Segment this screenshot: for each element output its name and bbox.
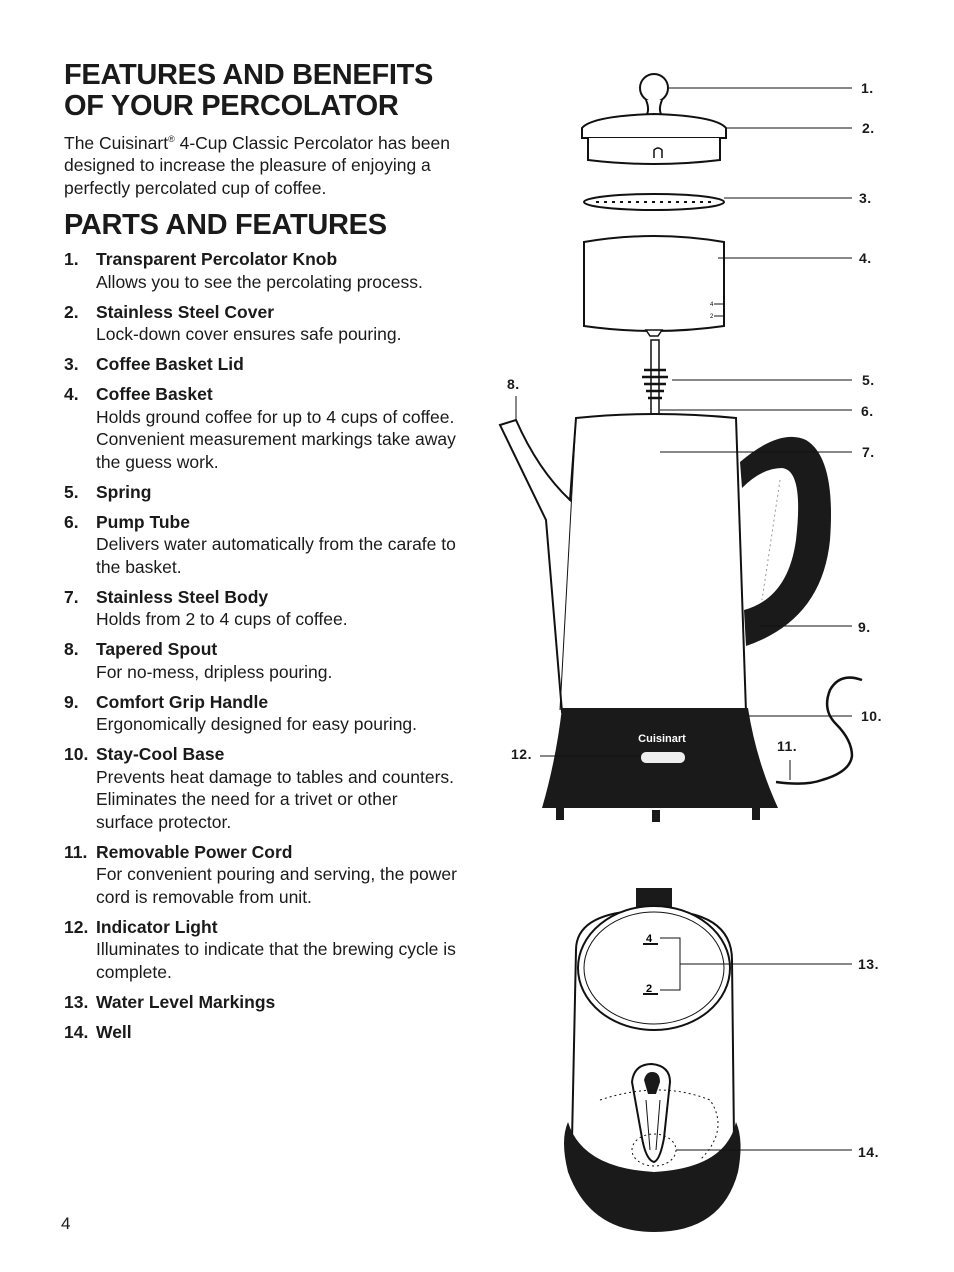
callout-1: 1.	[861, 80, 874, 96]
callout-6: 6.	[861, 403, 874, 419]
part-number: 7.	[64, 586, 79, 607]
part-name: Pump Tube	[96, 511, 190, 532]
part-name: Spring	[96, 481, 152, 502]
callout-13: 13.	[858, 956, 879, 972]
part-name: Stay-Cool Base	[96, 744, 225, 764]
page-number: 4	[61, 1214, 71, 1233]
heading-features: FEATURES AND BENEFITS OF YOUR PERCOLATOR	[64, 59, 434, 122]
part-number: 10.	[64, 744, 89, 764]
part-name: Stainless Steel Body	[96, 586, 269, 607]
part-description: Holds from 2 to 4 cups of coffee.	[96, 609, 348, 629]
part-name: Transparent Percolator Knob	[96, 249, 338, 269]
callout-7: 7.	[862, 444, 875, 460]
part-name: Stainless Steel Cover	[96, 301, 274, 322]
callout-5: 5.	[862, 372, 875, 388]
part-number: 1.	[64, 249, 79, 269]
part-description: Illuminates to indicate that the brewing…	[96, 939, 456, 982]
part-name: Water Level Markings	[96, 991, 276, 1012]
part-number: 14.	[64, 1021, 89, 1042]
leader-lines	[515, 87, 852, 780]
part-number: 12.	[64, 916, 89, 937]
part-description: Allows you to see the percolating proces…	[96, 271, 423, 292]
part-name: Comfort Grip Handle	[96, 691, 269, 712]
part-description: For convenient pouring and serving, the …	[96, 864, 457, 907]
callout-14: 14.	[858, 1144, 879, 1160]
part-description: Holds ground coffee for up to 4 cups of …	[96, 406, 456, 472]
part-description: Delivers water automatically from the ca…	[96, 534, 456, 577]
callout-3: 3.	[859, 190, 872, 206]
cover-drawing	[581, 112, 727, 165]
part-item: 3. Coffee Basket Lid	[64, 353, 459, 376]
callout-9: 9.	[858, 619, 871, 635]
svg-text:2: 2	[646, 983, 652, 995]
part-item: 13. Water Level Markings	[64, 991, 459, 1014]
svg-text:2: 2	[710, 314, 714, 320]
part-name: Removable Power Cord	[96, 841, 293, 862]
svg-text:4: 4	[646, 933, 653, 945]
basket-lid-drawing	[583, 193, 725, 211]
callout-4: 4.	[859, 250, 872, 266]
part-number: 9.	[64, 691, 79, 712]
callout-11: 11.	[777, 738, 798, 754]
part-number: 4.	[64, 384, 79, 404]
heading-parts: PARTS AND FEATURES	[64, 209, 387, 241]
svg-text:Cuisinart: Cuisinart	[638, 733, 686, 745]
callout-10: 10.	[861, 708, 882, 724]
part-name: Well	[96, 1021, 132, 1042]
part-number: 11.	[64, 841, 88, 862]
top-view-drawing: 4 2	[564, 888, 852, 1232]
part-description: Prevents heat damage to tables and count…	[96, 766, 455, 832]
callout-2: 2.	[862, 120, 875, 136]
handle-drawing	[740, 436, 831, 646]
part-number: 8.	[64, 639, 79, 659]
intro-paragraph: The Cuisinart® 4-Cup Classic Percolator …	[64, 132, 450, 198]
part-name: Coffee Basket Lid	[96, 354, 244, 374]
part-number: 5.	[64, 481, 79, 502]
part-description: Lock-down cover ensures safe pouring.	[96, 324, 402, 344]
base-drawing: Cuisinart	[542, 708, 778, 822]
part-name: Tapered Spout	[96, 639, 218, 659]
callout-12: 12.	[511, 746, 532, 762]
part-item: 5. Spring	[64, 481, 459, 504]
callout-8: 8.	[507, 376, 520, 392]
part-item: 14. Well	[64, 1021, 459, 1044]
part-number: 13.	[64, 991, 89, 1012]
knob-drawing	[639, 73, 669, 119]
part-description: Ergonomically designed for easy pouring.	[96, 714, 418, 734]
body-drawing	[498, 413, 748, 713]
part-number: 6.	[64, 511, 79, 532]
part-number: 3.	[64, 354, 79, 374]
svg-text:4: 4	[710, 302, 714, 308]
part-description: For no-mess, dripless pouring.	[96, 661, 333, 682]
coffee-basket-drawing: 4 2	[583, 235, 725, 337]
part-name: Indicator Light	[96, 916, 218, 937]
part-name: Coffee Basket	[96, 384, 213, 404]
part-number: 2.	[64, 301, 79, 322]
